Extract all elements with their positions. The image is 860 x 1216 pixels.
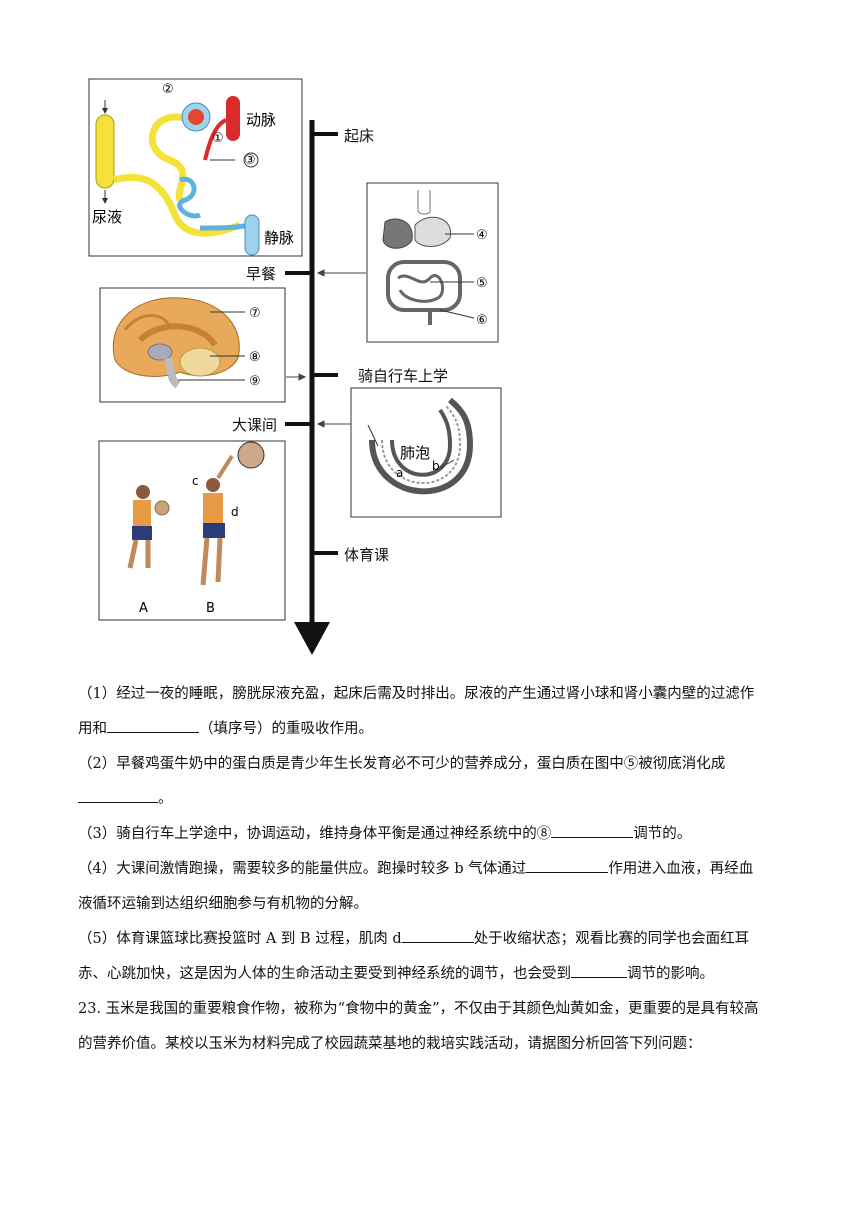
basketball-panel [98, 440, 286, 621]
questions: （1）经过一夜的睡眠，膀胱尿液充盈，起床后需及时排出。尿液的产生通过肾小球和肾小… [78, 677, 798, 1062]
q4-line2: 液循环运输到达组织细胞参与有机物的分解。 [78, 896, 368, 912]
label-A: A [139, 601, 148, 616]
q5-answer-blank-2[interactable] [571, 959, 627, 978]
q1-line2: 用和（填序号）的重吸收作用。 [78, 712, 798, 747]
nephron-panel [88, 78, 303, 257]
label-artery: 动脉 [246, 111, 276, 129]
label-c: c [192, 474, 199, 488]
q23-line2: 的营养价值。某校以玉米为材料完成了校园蔬菜基地的栽培实践活动，请据图分析回答下列… [78, 1036, 702, 1052]
q3-answer-blank[interactable] [551, 819, 634, 838]
q4-line1: （4）大课间激情跑操，需要较多的能量供应。跑操时较多 b 气体通过作用进入血液，… [78, 852, 798, 887]
label-urine: 尿液 [92, 208, 122, 226]
label-pe: 体育课 [344, 546, 389, 564]
label-n2: ② [162, 82, 174, 97]
label-d: d [231, 505, 239, 519]
label-wake: 起床 [344, 127, 374, 145]
timeline-axis [285, 120, 338, 655]
label-breakfast: 早餐 [246, 265, 276, 283]
connector-arrows [286, 269, 366, 428]
label-n5: ⑤ [476, 276, 488, 291]
label-n3: ③ [244, 153, 256, 168]
label-vein: 静脉 [264, 229, 294, 247]
q5-answer-blank-1[interactable] [401, 924, 474, 943]
q2-answer-blank[interactable] [78, 784, 158, 803]
brain-panel [99, 287, 286, 403]
figure: 起床 早餐 骑自行车上学 大课间 体育课 ② ① ③ 动脉 尿液 静脉 [88, 78, 502, 655]
q2-line2: 。 [78, 782, 798, 817]
label-n1: ① [212, 131, 224, 146]
label-bike: 骑自行车上学 [358, 367, 448, 385]
label-n9: ⑨ [249, 374, 261, 389]
label-b: b [432, 459, 440, 473]
q1-line1: （1）经过一夜的睡眠，膀胱尿液充盈，起床后需及时排出。尿液的产生通过肾小球和肾小… [78, 686, 755, 702]
label-recess: 大课间 [232, 416, 277, 434]
q23-line1: 23. 玉米是我国的重要粮食作物，被称为“食物中的黄金”，不仅由于其颜色灿黄如金… [78, 1001, 759, 1017]
label-n4: ④ [476, 228, 488, 243]
q2-line1: （2）早餐鸡蛋牛奶中的蛋白质是青少年生长发育必不可少的营养成分，蛋白质在图中⑤被… [78, 756, 726, 772]
label-alveolus: 肺泡 [400, 444, 430, 462]
digestive-panel [366, 182, 499, 343]
q5-line2: 赤、心跳加快，这是因为人体的生命活动主要受到神经系统的调节，也会受到调节的影响。 [78, 957, 798, 992]
q4-answer-blank[interactable] [526, 854, 609, 873]
label-a: a [396, 466, 403, 480]
label-n7: ⑦ [249, 306, 261, 321]
label-n6: ⑥ [476, 313, 488, 328]
alveolus-panel [350, 387, 502, 518]
q1-answer-blank[interactable] [107, 714, 199, 733]
label-n8: ⑧ [249, 350, 261, 365]
label-B: B [206, 601, 215, 616]
